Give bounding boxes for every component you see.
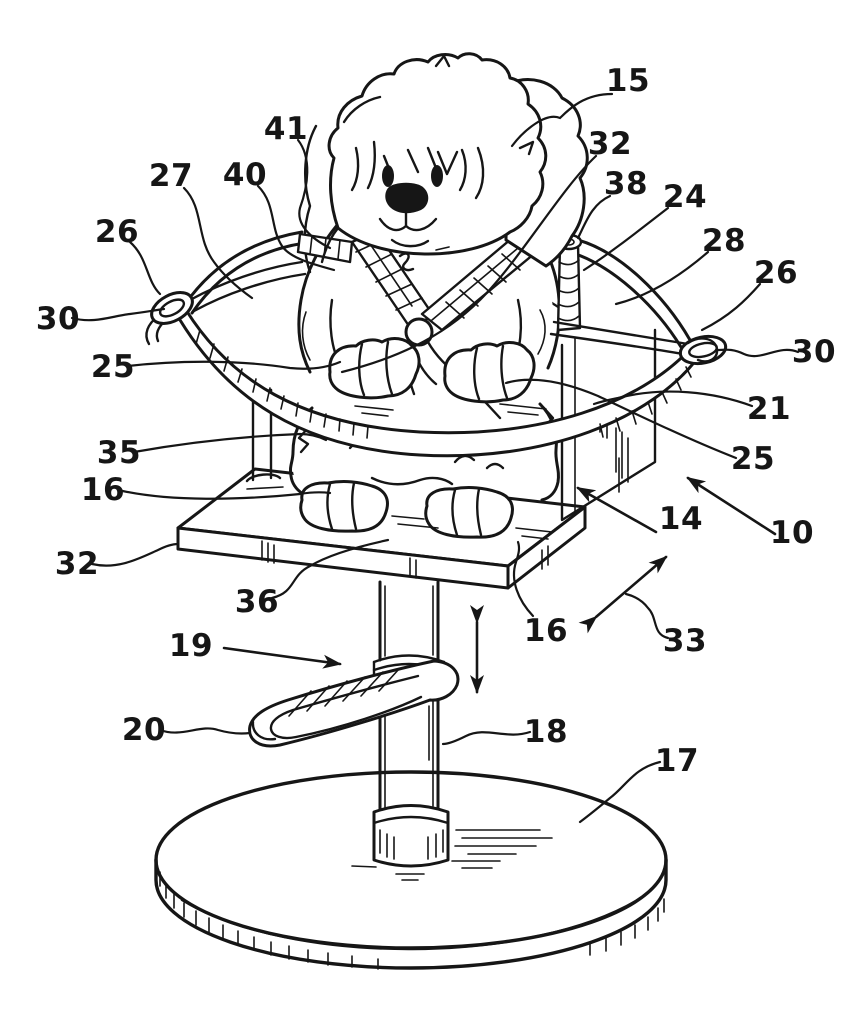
assembly-pointer-arrow — [686, 476, 777, 536]
harness-buckle — [404, 317, 434, 347]
ref-label-14: 14 — [659, 501, 703, 537]
ref-label-32-top: 32 — [588, 126, 632, 162]
base-surface-hatching — [351, 829, 553, 881]
leader-lines — [70, 92, 800, 824]
attachment-ring-left — [150, 291, 194, 325]
side-strap-right — [549, 320, 690, 356]
ref-label-25-left: 25 — [91, 349, 135, 385]
reference-labels: 15 41 40 27 26 30 32 38 24 28 26 30 21 2… — [36, 63, 836, 779]
armrest-ring-front — [178, 308, 702, 458]
footrest-step — [248, 659, 460, 748]
ref-label-41: 41 — [264, 111, 308, 147]
ref-label-24: 24 — [663, 179, 707, 215]
ref-label-17: 17 — [655, 743, 699, 779]
footrest-tread-lines — [288, 668, 400, 717]
column-base-collar — [372, 804, 450, 868]
paw-shading — [354, 403, 553, 540]
ref-label-27: 27 — [149, 158, 193, 194]
base-rim-hatching — [159, 871, 665, 970]
front-paw-right — [443, 341, 536, 404]
ref-label-25-right: 25 — [731, 441, 775, 477]
ref-label-15: 15 — [606, 63, 650, 99]
ref-label-28: 28 — [702, 223, 746, 259]
hind-paw-right — [424, 486, 514, 539]
ref-label-16-left: 16 — [81, 472, 125, 508]
motion-arrows — [222, 476, 777, 694]
band-hatching — [195, 329, 692, 439]
back-post-pointer-arrow — [576, 486, 658, 534]
ref-label-36: 36 — [235, 584, 279, 620]
ref-label-21: 21 — [747, 391, 791, 427]
ref-label-35: 35 — [97, 435, 141, 471]
armrest-ring-back — [184, 230, 692, 349]
round-base — [154, 770, 668, 970]
ref-label-30-left: 30 — [36, 301, 80, 337]
ref-label-30-right: 30 — [792, 334, 836, 370]
ref-label-33: 33 — [663, 623, 707, 659]
ref-label-16-right: 16 — [524, 613, 568, 649]
ref-label-10: 10 — [770, 515, 814, 551]
front-paw-left — [328, 337, 421, 400]
platform-hatching — [261, 540, 549, 579]
eye-left — [382, 165, 394, 187]
diagonal-double-arrow — [578, 555, 668, 634]
chin-fur — [398, 252, 415, 272]
hind-paw-left — [299, 480, 389, 533]
ref-label-32-left: 32 — [55, 546, 99, 582]
footrest-pointer-arrow — [222, 646, 342, 669]
ref-label-20: 20 — [122, 712, 166, 748]
strap-loop-through-ring — [686, 337, 719, 363]
ref-label-26-left: 26 — [95, 214, 139, 250]
dog-head — [320, 52, 589, 272]
ref-label-38: 38 — [604, 166, 648, 202]
nose — [385, 182, 429, 214]
ref-label-40: 40 — [223, 157, 267, 193]
eye-right — [431, 165, 443, 187]
ref-label-19: 19 — [169, 628, 213, 664]
ref-label-26-right: 26 — [754, 255, 798, 291]
ref-label-18: 18 — [524, 714, 568, 750]
